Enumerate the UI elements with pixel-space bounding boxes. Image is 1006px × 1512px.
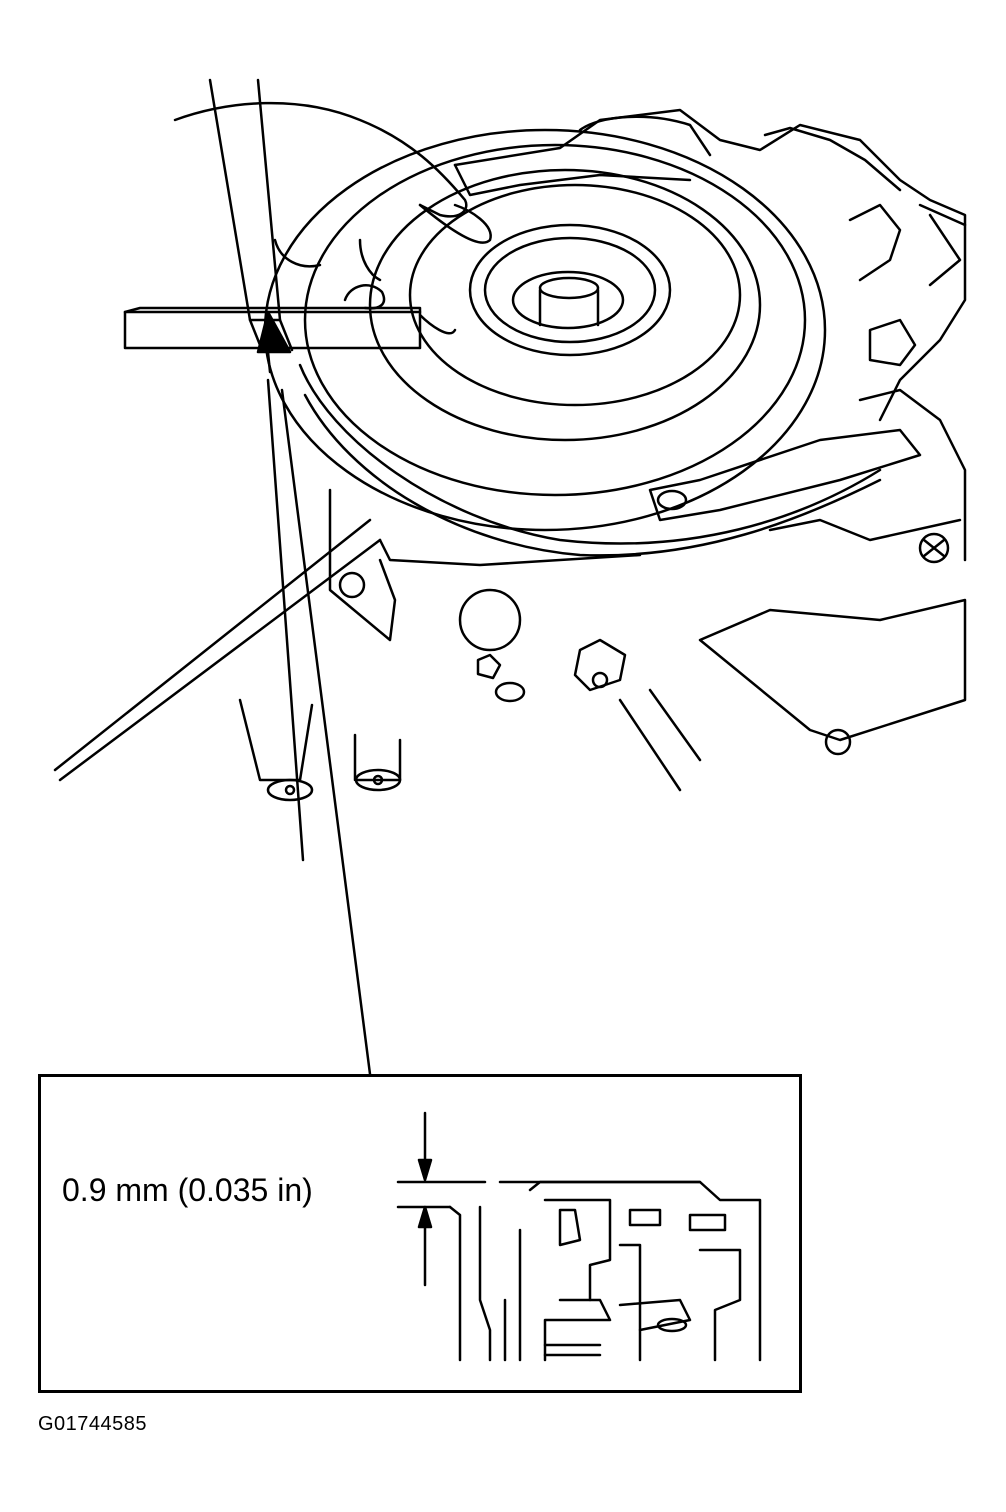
- inset-cross-section: [396, 1111, 762, 1362]
- hand: [173, 101, 492, 335]
- lower-housing: [53, 488, 702, 792]
- straight-edge: [208, 78, 294, 352]
- side-bracket: [648, 428, 967, 756]
- pump-flange: [263, 128, 882, 567]
- pointer-arrow: [256, 310, 372, 1076]
- loose-parts: [238, 698, 402, 802]
- clearance-measurement-label: 0.9 mm (0.035 in): [62, 1172, 313, 1208]
- detail-inset-frame: [38, 1074, 802, 1393]
- figure-id: G01744585: [38, 1413, 148, 1435]
- transmission-case: [453, 108, 967, 562]
